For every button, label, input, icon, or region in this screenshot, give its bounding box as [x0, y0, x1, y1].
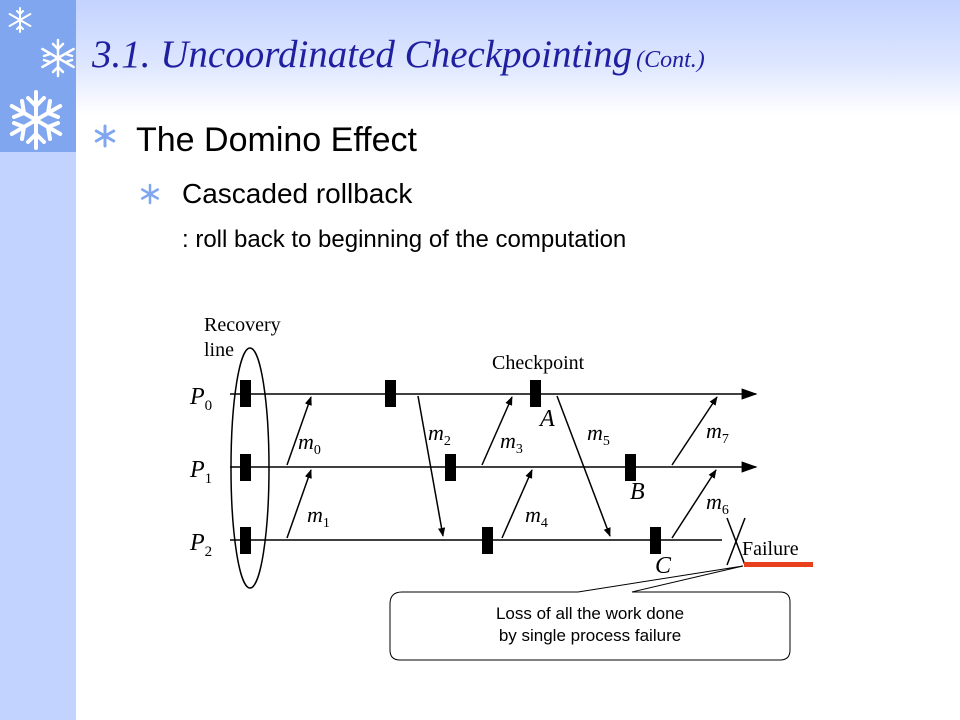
message-arrow-m2 — [417, 395, 446, 537]
snowflake-icon — [8, 7, 32, 33]
title-main: 3.1. Uncoordinated Checkpointing — [92, 33, 633, 76]
message-arrow-m1 — [286, 469, 312, 539]
message-arrow-m4 — [501, 469, 533, 539]
callout-bubble — [389, 565, 791, 661]
recovery-line-ellipse — [230, 347, 270, 589]
point-label-c: C — [655, 553, 672, 579]
page-title: 3.1. Uncoordinated Checkpointing (Cont.) — [92, 32, 705, 77]
header-gradient — [76, 0, 960, 115]
bullet-cascaded-rollback: Cascaded rollback — [182, 178, 413, 209]
checkpoint-label: Checkpoint — [492, 352, 585, 374]
process-label-p2: P2 — [189, 530, 212, 560]
message-arrow-m0 — [286, 396, 312, 466]
process-label-p1: P1 — [189, 457, 212, 487]
callout-line-2: by single process failure — [498, 626, 682, 645]
message-label-m3: m3 — [500, 428, 523, 457]
recovery-line-label: Recovery — [204, 314, 281, 336]
bullet-rollback-description: : roll back to beginning of the computat… — [182, 226, 627, 253]
failure-label: Failure — [742, 538, 799, 560]
checkpoint-marker — [385, 380, 396, 407]
message-label-m0: m0 — [298, 429, 321, 458]
message-label-m1: m1 — [307, 502, 330, 531]
message-label-m2: m2 — [428, 420, 451, 449]
point-label-a: A — [538, 406, 555, 432]
message-arrow-m3 — [481, 396, 513, 466]
title-suffix: (Cont.) — [636, 47, 705, 73]
message-arrow-m6 — [671, 469, 717, 539]
message-label-m7: m7 — [706, 418, 729, 447]
recovery-line-label-2: line — [204, 339, 234, 361]
bullet-domino-effect: The Domino Effect — [136, 121, 417, 159]
checkpoint-marker — [482, 527, 493, 554]
point-label-b: B — [630, 479, 645, 505]
checkpoint-marker-c — [650, 527, 661, 554]
snowflake-bullet-icon — [94, 124, 116, 148]
snowflake-icon — [9, 90, 63, 150]
message-arrow-m5 — [556, 395, 611, 537]
checkpoint-marker — [445, 454, 456, 481]
message-label-m6: m6 — [706, 489, 729, 518]
failure-cross — [726, 517, 746, 566]
failure-highlight-bar — [744, 562, 813, 567]
checkpoint-marker-b — [625, 454, 636, 481]
asterisk-bullet-icon — [140, 183, 160, 205]
checkpoint-marker — [240, 527, 251, 554]
checkpoint-marker — [240, 380, 251, 407]
message-label-m4: m4 — [525, 502, 548, 531]
checkpoint-marker — [240, 454, 251, 481]
process-label-p0: P0 — [189, 384, 212, 414]
callout-line-1: Loss of all the work done — [495, 604, 685, 623]
snowflake-icon — [41, 38, 75, 78]
checkpoint-marker-a — [530, 380, 541, 407]
message-label-m5: m5 — [587, 420, 610, 449]
message-arrow-m7 — [671, 396, 718, 466]
callout-text: Loss of all the work done by single proc… — [392, 603, 788, 647]
